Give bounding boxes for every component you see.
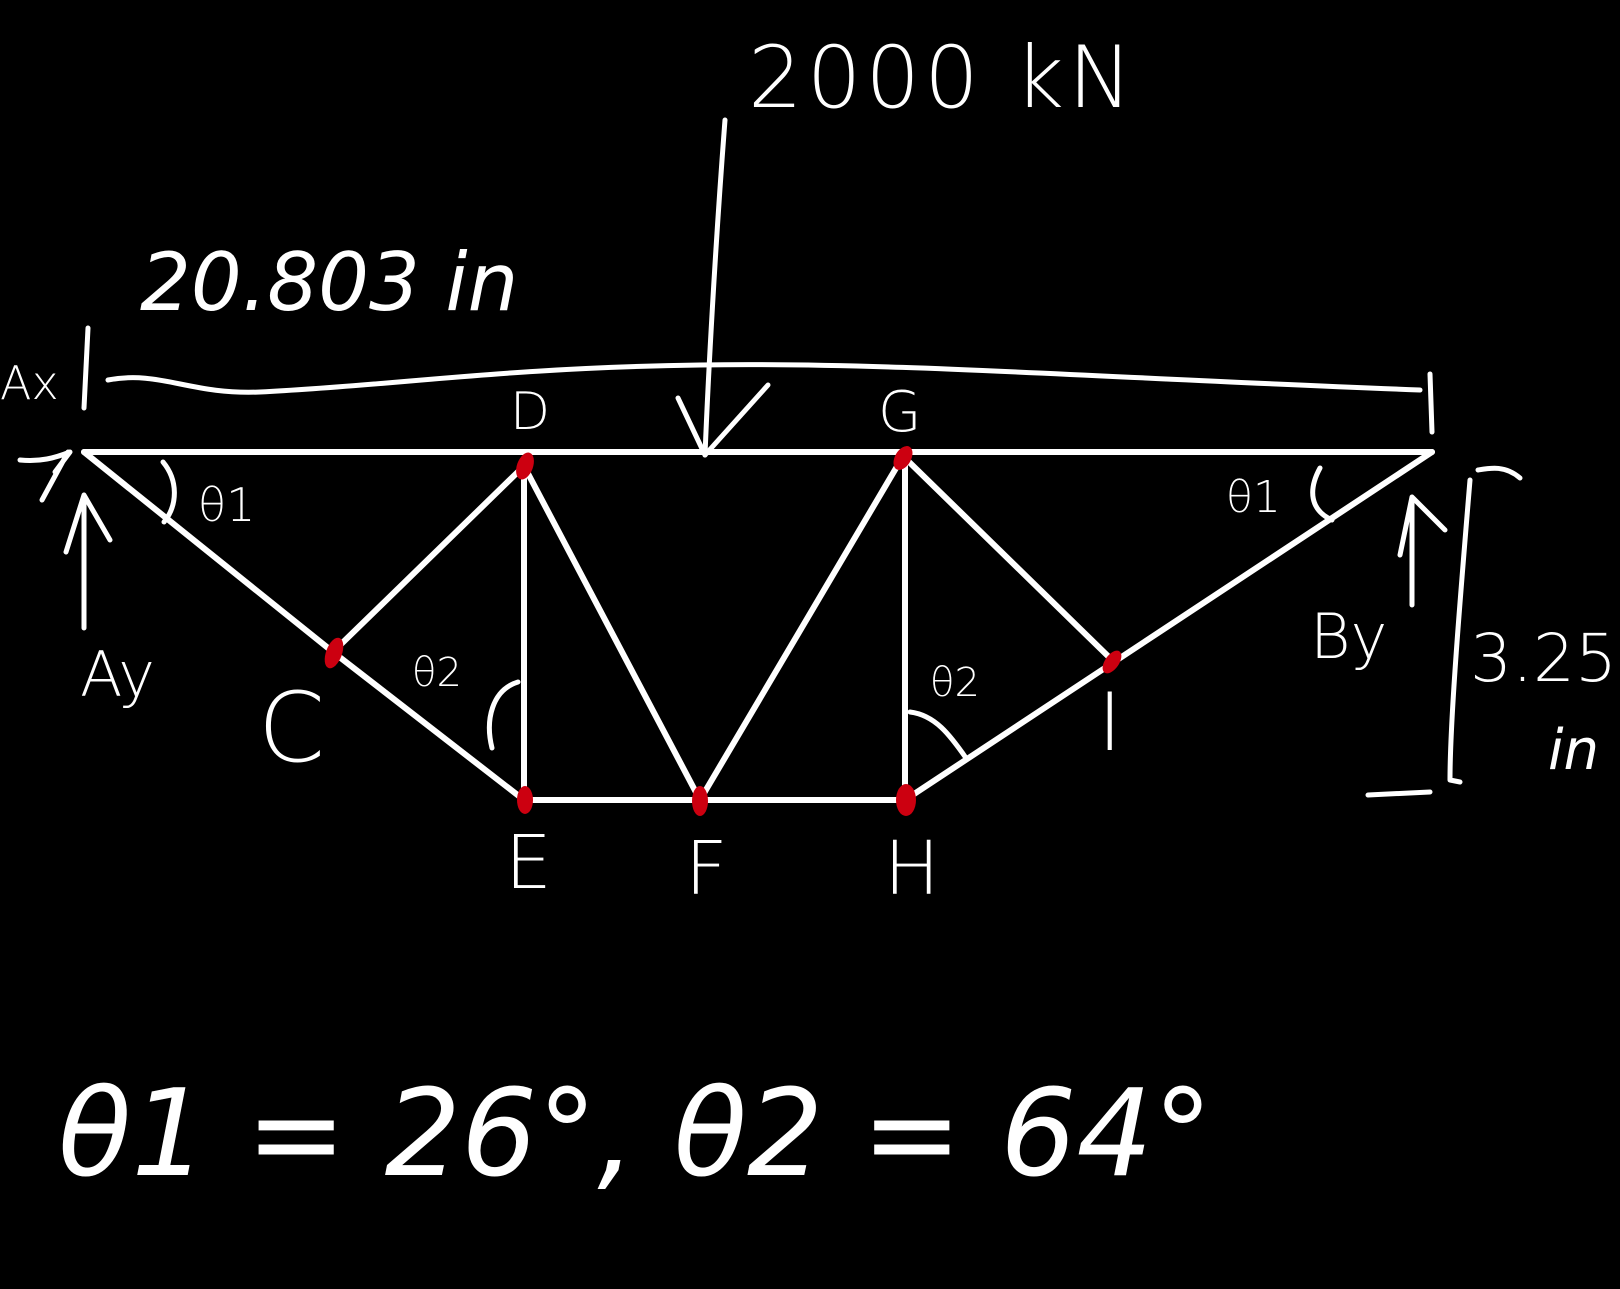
joint-i	[1102, 650, 1122, 674]
reaction-ay-label: Ay	[80, 638, 155, 711]
joint-label-d: D	[510, 382, 551, 442]
angle-label-theta2-right: θ2	[930, 660, 980, 706]
angle-label-theta1-left: θ1	[198, 478, 256, 532]
joint-f	[692, 786, 708, 816]
joint-label-e: E	[505, 820, 552, 906]
joint-label-g: G	[878, 380, 922, 445]
joint-e	[517, 786, 533, 814]
ay-arrow	[63, 492, 113, 631]
joint-label-c: C	[258, 672, 326, 784]
height-label: 3.25	[1470, 620, 1617, 697]
truss-members	[81, 449, 1435, 803]
joint-d	[516, 452, 534, 480]
angle-label-theta1-right: θ1	[1226, 472, 1281, 523]
angle-arcs	[160, 459, 1335, 761]
joints	[324, 446, 1122, 816]
height-dimension	[1365, 465, 1523, 798]
joint-label-h: H	[884, 826, 940, 912]
span-dimension	[81, 325, 1435, 435]
angle-label-theta2-left: θ2	[412, 650, 462, 696]
height-unit-label: in	[1548, 718, 1600, 783]
joint-c	[324, 637, 344, 669]
load-arrow	[675, 117, 771, 458]
ax-arrow	[17, 449, 73, 503]
joint-label-f: F	[685, 826, 728, 912]
by-arrow	[1397, 494, 1448, 608]
joint-g	[893, 446, 913, 470]
reaction-arrows	[17, 449, 1448, 631]
reaction-ax-label: Ax	[0, 356, 59, 410]
joint-label-i: I	[1098, 676, 1122, 769]
angle-result: θ1 = 26°, θ2 = 64°	[58, 1065, 1213, 1204]
span-label: 20.803 in	[140, 236, 519, 329]
joint-h	[896, 784, 916, 816]
reaction-by-label: By	[1310, 600, 1388, 673]
load-label: 2000 kN	[748, 28, 1137, 128]
